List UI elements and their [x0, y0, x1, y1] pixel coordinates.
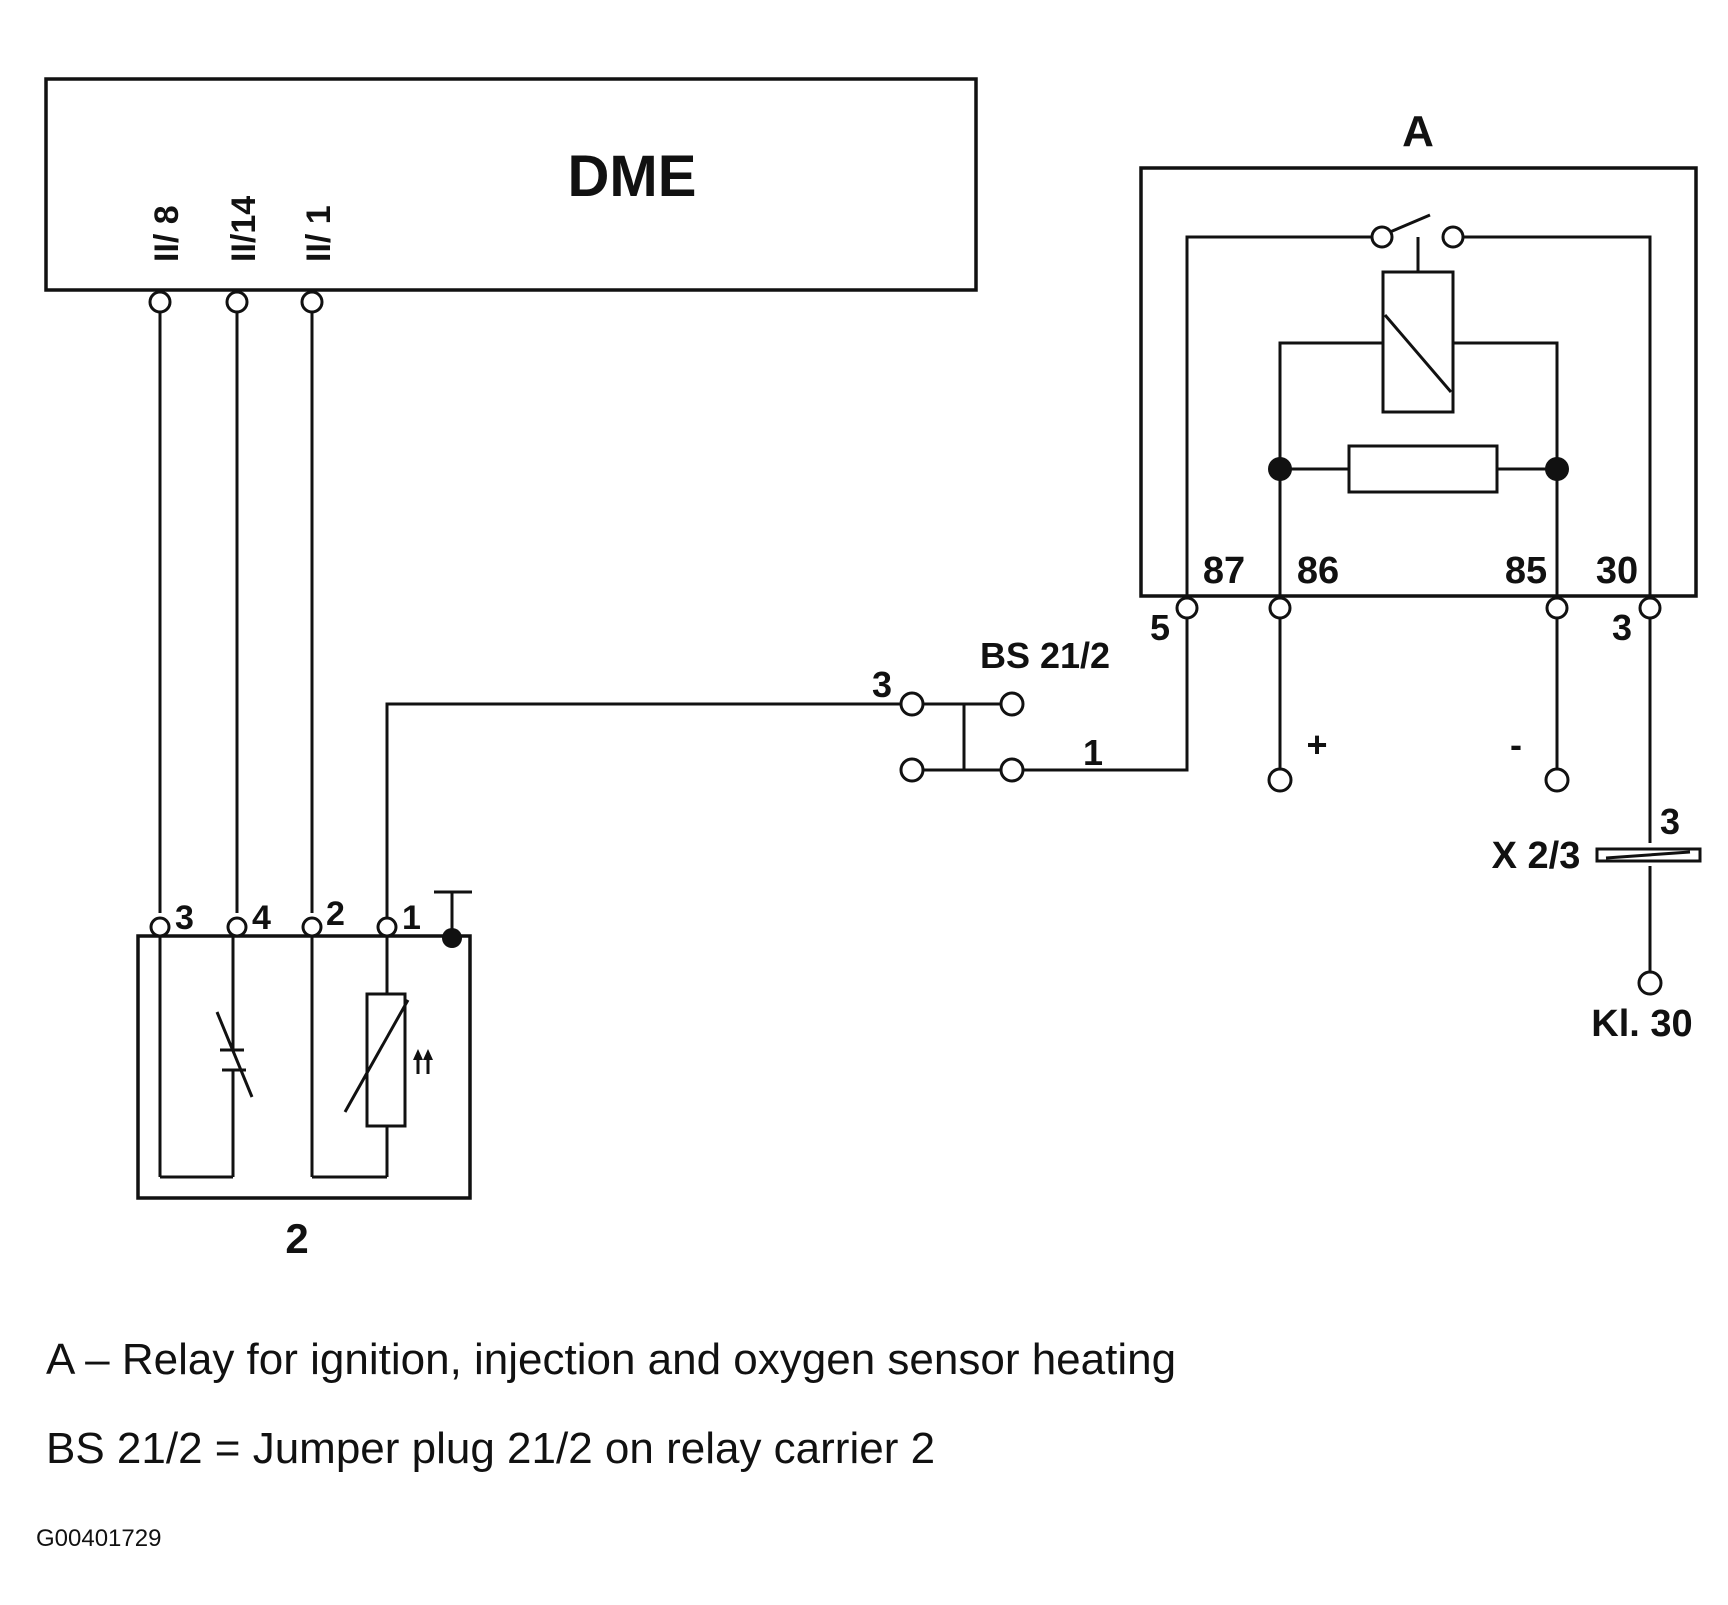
relay-pin-label-30: 30 [1596, 550, 1638, 592]
relay-unit: A 87 86 85 30 5 3 [1139, 107, 1698, 648]
sensor-pin-label-3: 3 [175, 899, 194, 937]
sensor-box [136, 934, 472, 1200]
jumper-terminal-3 [899, 691, 925, 717]
temp-arrow-right-head [423, 1049, 433, 1060]
plus-terminal [1267, 767, 1293, 793]
sensor-terminal-3 [149, 916, 171, 938]
connector-body [1595, 847, 1702, 863]
sensor-terminal-1 [376, 916, 398, 938]
plus-label: + [1306, 724, 1327, 765]
sensor-pin-label-2: 2 [326, 895, 345, 933]
relay-pin-label-5: 5 [1150, 607, 1170, 648]
dme-terminal-ii1 [300, 290, 324, 314]
relay-coil-slash [1383, 314, 1453, 393]
sensor-terminal-4 [226, 916, 248, 938]
temp-arrow-left-head [413, 1049, 423, 1060]
relay-coil-wire-left [1278, 341, 1383, 598]
dme-pin-label-ii1: II/ 1 [300, 205, 338, 262]
relay-resistor [1347, 444, 1499, 494]
minus-terminal [1544, 767, 1570, 793]
legend-line-jumper: BS 21/2 = Jumper plug 21/2 on relay carr… [46, 1424, 935, 1473]
jumper-plug: BS 21/2 3 1 [872, 635, 1110, 783]
connector-title: X 2/3 [1492, 835, 1581, 877]
connector-pin-label: 3 [1660, 801, 1680, 842]
relay-terminal-86 [1268, 596, 1292, 620]
dme-title: DME [568, 144, 697, 209]
relay-coil [1381, 270, 1455, 414]
relay-pin-label-85: 85 [1505, 550, 1547, 592]
relay-terminal-30 [1638, 596, 1662, 620]
relay-terminal-87 [1175, 596, 1199, 620]
relay-junction-left [1268, 457, 1292, 481]
relay-junction-right [1545, 457, 1569, 481]
jumper-terminal-top-right [999, 691, 1025, 717]
legend-line-relay: A – Relay for ignition, injection and ox… [46, 1335, 1176, 1384]
minus-label: - [1510, 724, 1522, 765]
variable-resistor-slash [343, 999, 410, 1113]
dme-terminal-ii14 [225, 290, 249, 314]
relay-switch-contact-right [1441, 225, 1465, 249]
dme-sensor-wires [158, 312, 314, 913]
relay-pin-label-86: 86 [1297, 550, 1339, 592]
sensor-pin-label-4: 4 [252, 899, 271, 937]
relay-terminal-85 [1545, 596, 1569, 620]
relay-switch-wire-left [1185, 235, 1372, 598]
sensor-terminal-2 [301, 916, 323, 938]
relay-switch-contact-left [1370, 225, 1394, 249]
relay-pin-label-3: 3 [1612, 607, 1632, 648]
kl30-terminal [1637, 970, 1663, 996]
connector-bridge [1605, 850, 1691, 860]
jumper-pin-label-3: 3 [872, 664, 892, 705]
relay-coil-wire-right [1453, 341, 1559, 598]
relay-switch-blade [1389, 213, 1431, 234]
jumper-terminal-bottom-left [899, 757, 925, 783]
sensor-title: 2 [285, 1215, 308, 1262]
relay-box [1139, 166, 1698, 598]
contact-adjust-slash [215, 1011, 254, 1098]
sensor-component: 2 [136, 890, 472, 1262]
dme-pin-label-ii14: II/14 [225, 196, 263, 262]
jumper-terminal-1 [999, 757, 1025, 783]
variable-resistor-body [365, 992, 407, 1128]
dme-pin-label-ii8: II/ 8 [148, 205, 186, 262]
jumper-title: BS 21/2 [980, 635, 1110, 676]
sensor-pin-label-1: 1 [402, 899, 421, 937]
relay-title: A [1402, 107, 1434, 156]
figure-id: G00401729 [36, 1525, 161, 1552]
connector-x23: X 2/3 3 Kl. 30 [1492, 618, 1702, 1045]
dme-unit: DME II/ 8 II/14 II/ 1 [44, 77, 978, 292]
jumper-pin-label-1: 1 [1083, 732, 1103, 773]
wire-jumper-to-relay-87 [1023, 618, 1189, 772]
dme-box [44, 77, 978, 292]
ground-junction [442, 928, 462, 948]
relay-pin-label-87: 87 [1203, 550, 1245, 592]
dme-terminal-ii8 [148, 290, 172, 314]
wire-sensor-to-jumper [385, 702, 902, 917]
kl30-label: Kl. 30 [1591, 1003, 1692, 1045]
relay-switch-wire-right [1463, 235, 1652, 598]
